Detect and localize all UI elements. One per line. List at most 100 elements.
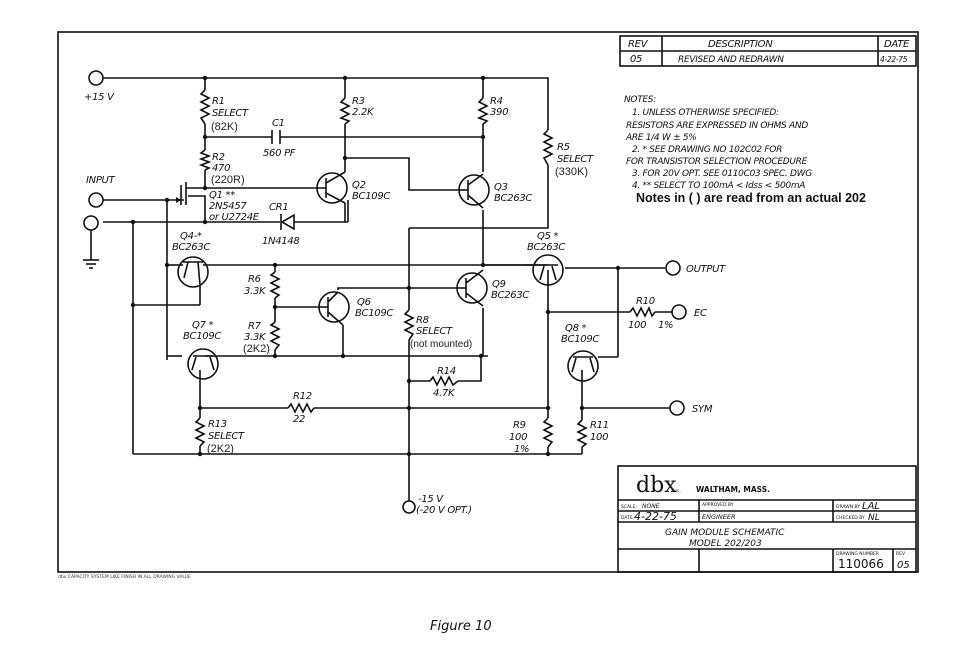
svg-text:100: 100 bbox=[509, 432, 527, 443]
svg-text:1%: 1% bbox=[658, 320, 673, 331]
svg-text:BC263C: BC263C bbox=[172, 242, 210, 253]
svg-text:SELECT: SELECT bbox=[208, 431, 245, 442]
svg-text:C1: C1 bbox=[272, 118, 285, 129]
svg-text:BC109C: BC109C bbox=[183, 331, 221, 342]
resistor-r12: R12 22 bbox=[287, 391, 315, 425]
description-header: DESCRIPTION bbox=[708, 39, 773, 50]
svg-text:R4: R4 bbox=[490, 96, 503, 107]
transistor-q4: Q4-* BC263C bbox=[172, 231, 211, 288]
diode-cr1: CR1 1N4148 bbox=[262, 202, 300, 247]
svg-text:OUTPUT: OUTPUT bbox=[686, 264, 726, 275]
transistor-q8: Q8 * BC109C bbox=[561, 323, 600, 382]
terminal-input-common bbox=[83, 215, 99, 231]
svg-text:100: 100 bbox=[628, 320, 646, 331]
svg-text:(2K2): (2K2) bbox=[207, 443, 234, 455]
svg-text:R7: R7 bbox=[248, 321, 262, 332]
title-block: dbx inc. WALTHAM, MASS. SCALE: NONE DATE… bbox=[617, 465, 917, 573]
jfet-q1: Q1 ** 2N5457 or U2724E bbox=[176, 185, 260, 223]
resistor-r3: R3 2.2K bbox=[339, 96, 375, 125]
svg-text:R10: R10 bbox=[636, 296, 655, 307]
terminal-input: INPUT bbox=[86, 175, 116, 208]
drawing-model: MODEL 202/203 bbox=[689, 539, 762, 549]
svg-text:EC: EC bbox=[694, 308, 707, 319]
svg-text:BC263C: BC263C bbox=[491, 290, 529, 301]
svg-text:REV: REV bbox=[896, 551, 906, 557]
svg-text:NONE: NONE bbox=[642, 503, 660, 510]
svg-text:Q1 **: Q1 ** bbox=[209, 190, 235, 201]
terminal-ec: EC bbox=[671, 304, 707, 320]
svg-text:4.7K: 4.7K bbox=[433, 388, 456, 399]
note-line: RESISTORS ARE EXPRESSED IN OHMS AND bbox=[626, 121, 808, 131]
resistor-r10: R10 100 1% bbox=[628, 296, 674, 331]
svg-text:Q4-*: Q4-* bbox=[180, 231, 202, 242]
resistor-r14: R14 4.7K bbox=[429, 366, 459, 399]
svg-text:(220R): (220R) bbox=[211, 174, 245, 186]
transistor-q3: Q3 BC263C bbox=[458, 173, 533, 209]
resistor-r8: R8 SELECT (not mounted) bbox=[403, 309, 472, 350]
svg-text:3.3K: 3.3K bbox=[244, 286, 267, 297]
svg-text:(2K2): (2K2) bbox=[243, 343, 270, 355]
drawing-number: 110066 bbox=[838, 557, 884, 571]
svg-text:Q7 *: Q7 * bbox=[192, 320, 214, 331]
company-location: WALTHAM, MASS. bbox=[696, 485, 770, 494]
footer-fine-print: dbx CAPACITY SYSTEM LIKE FINISH IN ALL D… bbox=[58, 574, 191, 580]
svg-text:4-22-75: 4-22-75 bbox=[634, 510, 677, 523]
revision-block: REV DESCRIPTION DATE 05 REVISED AND REDR… bbox=[619, 35, 917, 67]
svg-text:+15 V: +15 V bbox=[84, 92, 115, 103]
svg-text:or U2724E: or U2724E bbox=[209, 212, 260, 223]
svg-text:R2: R2 bbox=[212, 152, 225, 163]
svg-text:NL: NL bbox=[868, 513, 880, 523]
svg-text:Q9: Q9 bbox=[492, 279, 506, 290]
resistor-r13: R13 SELECT (2K2) bbox=[194, 417, 245, 455]
terminal-output: OUTPUT bbox=[665, 260, 726, 276]
svg-text:R12: R12 bbox=[293, 391, 312, 402]
rev-value: 05 bbox=[630, 54, 642, 65]
svg-text:R9: R9 bbox=[513, 420, 526, 431]
transistor-q7: Q7 * BC109C bbox=[183, 320, 222, 385]
svg-text:ENGINEER: ENGINEER bbox=[702, 513, 736, 521]
svg-text:Q8 *: Q8 * bbox=[565, 323, 587, 334]
svg-text:2.2K: 2.2K bbox=[352, 107, 375, 118]
company-logo: dbx bbox=[636, 473, 677, 498]
svg-text:Q5 *: Q5 * bbox=[537, 231, 559, 242]
svg-text:1N4148: 1N4148 bbox=[262, 236, 300, 247]
date-header: DATE bbox=[884, 39, 910, 50]
svg-text:BC109C: BC109C bbox=[355, 308, 393, 319]
svg-text:DRAWING NUMBER: DRAWING NUMBER bbox=[836, 551, 879, 557]
note-line: 3. FOR 20V OPT. SEE 0110C03 SPEC. DWG bbox=[632, 169, 812, 179]
svg-text:05: 05 bbox=[897, 560, 910, 571]
svg-text:APPROVED BY: APPROVED BY bbox=[702, 502, 734, 508]
drawing-frame bbox=[57, 31, 919, 573]
capacitor-c1: C1 560 PF bbox=[263, 118, 296, 159]
figure-caption: Figure 10 bbox=[430, 619, 492, 634]
description-value: REVISED AND REDRAWN bbox=[678, 55, 784, 65]
svg-text:SELECT: SELECT bbox=[557, 154, 594, 165]
svg-text:(not mounted): (not mounted) bbox=[410, 339, 472, 350]
notes-title: NOTES: bbox=[624, 95, 656, 105]
svg-text:470: 470 bbox=[212, 163, 230, 174]
svg-text:R13: R13 bbox=[208, 419, 227, 430]
terminal-pos-supply: +15 V bbox=[84, 70, 115, 103]
svg-text:Q2: Q2 bbox=[352, 180, 366, 191]
svg-text:390: 390 bbox=[490, 107, 508, 118]
svg-text:(-20 V OPT.): (-20 V OPT.) bbox=[416, 505, 472, 516]
drawing-title: GAIN MODULE SCHEMATIC bbox=[665, 528, 785, 538]
svg-text:R14: R14 bbox=[437, 366, 456, 377]
note-line: 1. UNLESS OTHERWISE SPECIFIED: bbox=[632, 108, 779, 118]
svg-text:SELECT: SELECT bbox=[212, 108, 249, 119]
svg-text:SCALE:: SCALE: bbox=[621, 504, 637, 510]
resistor-r11: R11 100 bbox=[576, 419, 609, 448]
transistor-q5: Q5 * BC263C bbox=[525, 231, 566, 288]
svg-text:DRAWN BY: DRAWN BY bbox=[836, 504, 860, 510]
svg-text:SYM: SYM bbox=[692, 404, 713, 415]
svg-text:1%: 1% bbox=[514, 444, 529, 455]
svg-text:Q6: Q6 bbox=[357, 297, 371, 308]
svg-text:3.3K: 3.3K bbox=[244, 332, 267, 343]
svg-text:560 PF: 560 PF bbox=[263, 148, 296, 159]
resistor-r6: R6 3.3K bbox=[244, 271, 281, 299]
junction-dots bbox=[130, 75, 621, 457]
svg-text:-15 V: -15 V bbox=[418, 494, 444, 505]
svg-text:CR1: CR1 bbox=[269, 202, 288, 213]
resistor-r5: R5 SELECT (330K) bbox=[542, 129, 594, 178]
svg-text:R6: R6 bbox=[248, 274, 261, 285]
